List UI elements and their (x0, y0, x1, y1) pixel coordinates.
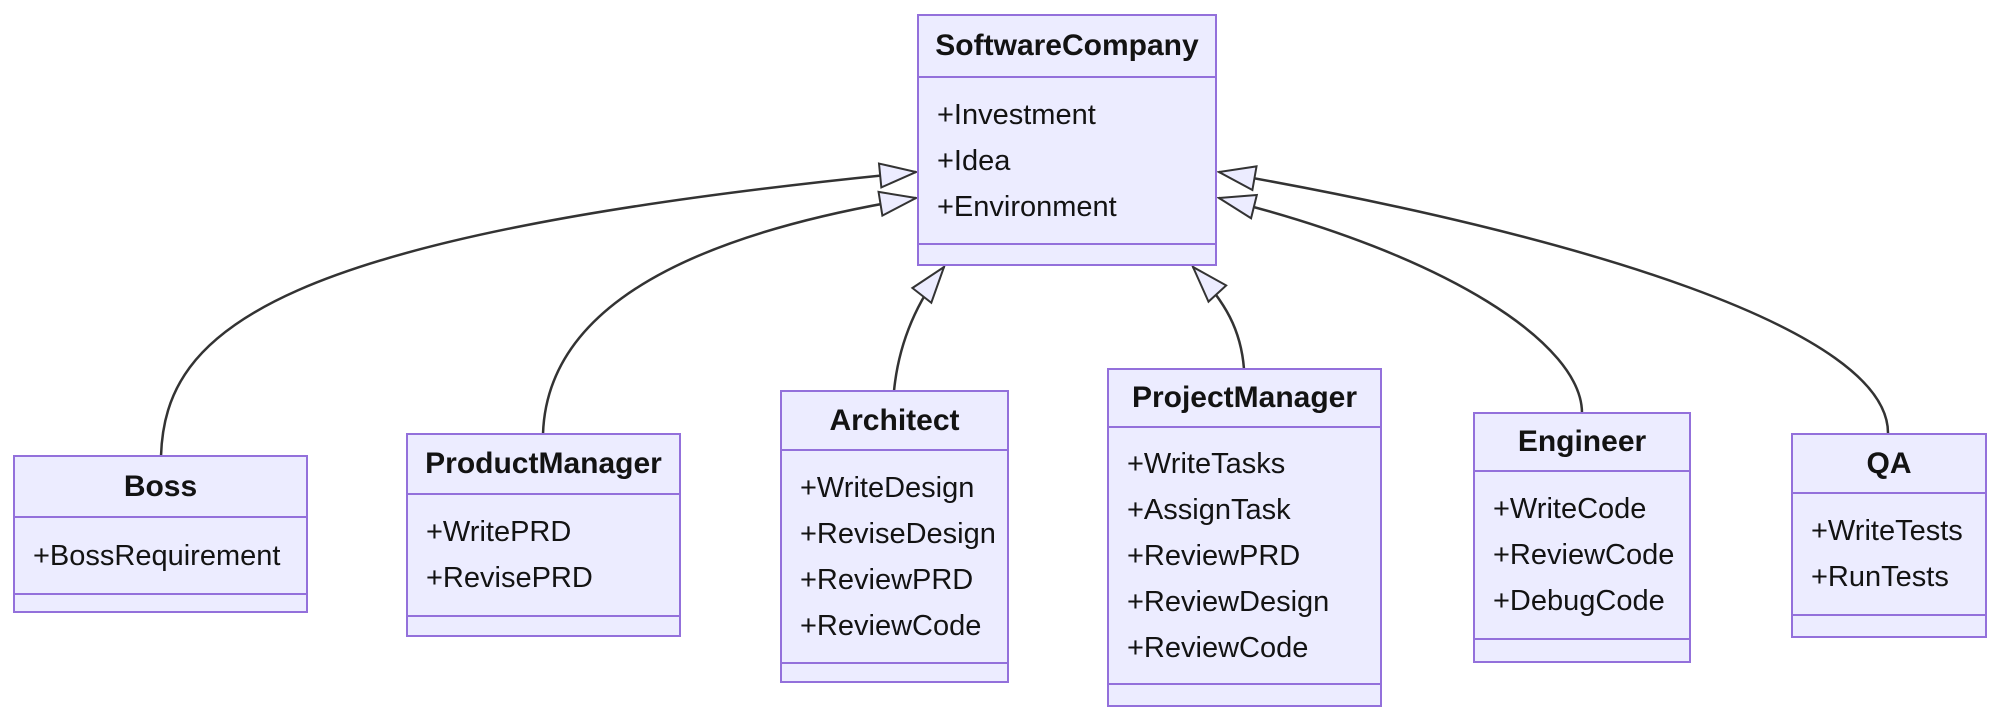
class-attribute: +AssignTask (1127, 493, 1291, 526)
class-title: SoftwareCompany (919, 16, 1215, 78)
class-attribute: +Investment (937, 98, 1096, 131)
class-box-projectmanager: ProjectManager +WriteTasks +AssignTask +Rev… (1107, 368, 1382, 707)
class-title: ProductManager (408, 435, 679, 495)
class-box-boss: Boss +BossRequirement (13, 455, 308, 613)
class-title: Architect (782, 392, 1007, 451)
edge-architect-to-softwarecompany (892, 267, 944, 392)
class-attribute: +ReviseDesign (800, 517, 996, 550)
edge-qa-to-softwarecompany (1219, 172, 1890, 435)
class-attribute: +WriteTests (1811, 515, 1963, 547)
class-box-softwarecompany: SoftwareCompany +Investment +Idea +Environm… (917, 14, 1217, 266)
class-methods-section (1109, 685, 1380, 705)
class-methods-section (1793, 616, 1985, 636)
class-attribute: +BossRequirement (33, 539, 281, 572)
class-attribute: +WritePRD (426, 516, 572, 548)
class-methods-section (408, 617, 679, 635)
class-attributes-section: +WriteCode +ReviewCode +DebugCode (1475, 472, 1689, 640)
class-title: ProjectManager (1109, 370, 1380, 428)
class-attributes-section: +WriteTasks +AssignTask +ReviewPRD +ReviewD… (1109, 428, 1380, 685)
class-attributes-section: +Investment +Idea +Environment (919, 78, 1215, 245)
class-methods-section (919, 245, 1215, 264)
class-methods-section (15, 595, 306, 611)
class-box-qa: QA +WriteTests +RunTests (1791, 433, 1987, 638)
class-attribute: +ReviewDesign (1127, 585, 1330, 618)
class-methods-section (1475, 640, 1689, 661)
edge-projectmanager-to-softwarecompany (1193, 267, 1246, 370)
class-attribute: +Idea (937, 144, 1011, 177)
class-title: QA (1793, 435, 1985, 494)
class-attribute: +ReviewPRD (800, 563, 974, 596)
class-attribute: +Environment (937, 190, 1117, 223)
class-box-engineer: Engineer +WriteCode +ReviewCode +DebugCode (1473, 412, 1691, 663)
edge-group (159, 172, 1890, 457)
class-attribute: +WriteCode (1493, 493, 1647, 525)
class-attribute: +ReviewCode (1127, 631, 1309, 664)
class-attributes-section: +BossRequirement (15, 518, 306, 595)
class-attribute: +WriteDesign (800, 471, 975, 504)
class-box-architect: Architect +WriteDesign +ReviseDesign +Revie… (780, 390, 1009, 683)
edge-productmanager-to-softwarecompany (541, 198, 916, 435)
class-attribute: +RevisePRD (426, 562, 593, 594)
edge-engineer-to-softwarecompany (1219, 198, 1584, 414)
class-box-productmanager: ProductManager +WritePRD +RevisePRD (406, 433, 681, 637)
class-title: Engineer (1475, 414, 1689, 472)
class-attribute: +RunTests (1811, 561, 1949, 593)
class-title: Boss (15, 457, 306, 518)
class-attribute: +ReviewCode (1493, 539, 1675, 571)
class-attributes-section: +WriteTests +RunTests (1793, 494, 1985, 616)
class-attributes-section: +WriteDesign +ReviseDesign +ReviewPRD +Revi… (782, 451, 1007, 664)
class-attribute: +ReviewCode (800, 609, 982, 642)
class-methods-section (782, 664, 1007, 681)
class-attribute: +WriteTasks (1127, 447, 1286, 480)
class-attribute: +DebugCode (1493, 585, 1665, 617)
class-attributes-section: +WritePRD +RevisePRD (408, 495, 679, 617)
class-attribute: +ReviewPRD (1127, 539, 1301, 572)
edge-boss-to-softwarecompany (159, 172, 916, 457)
